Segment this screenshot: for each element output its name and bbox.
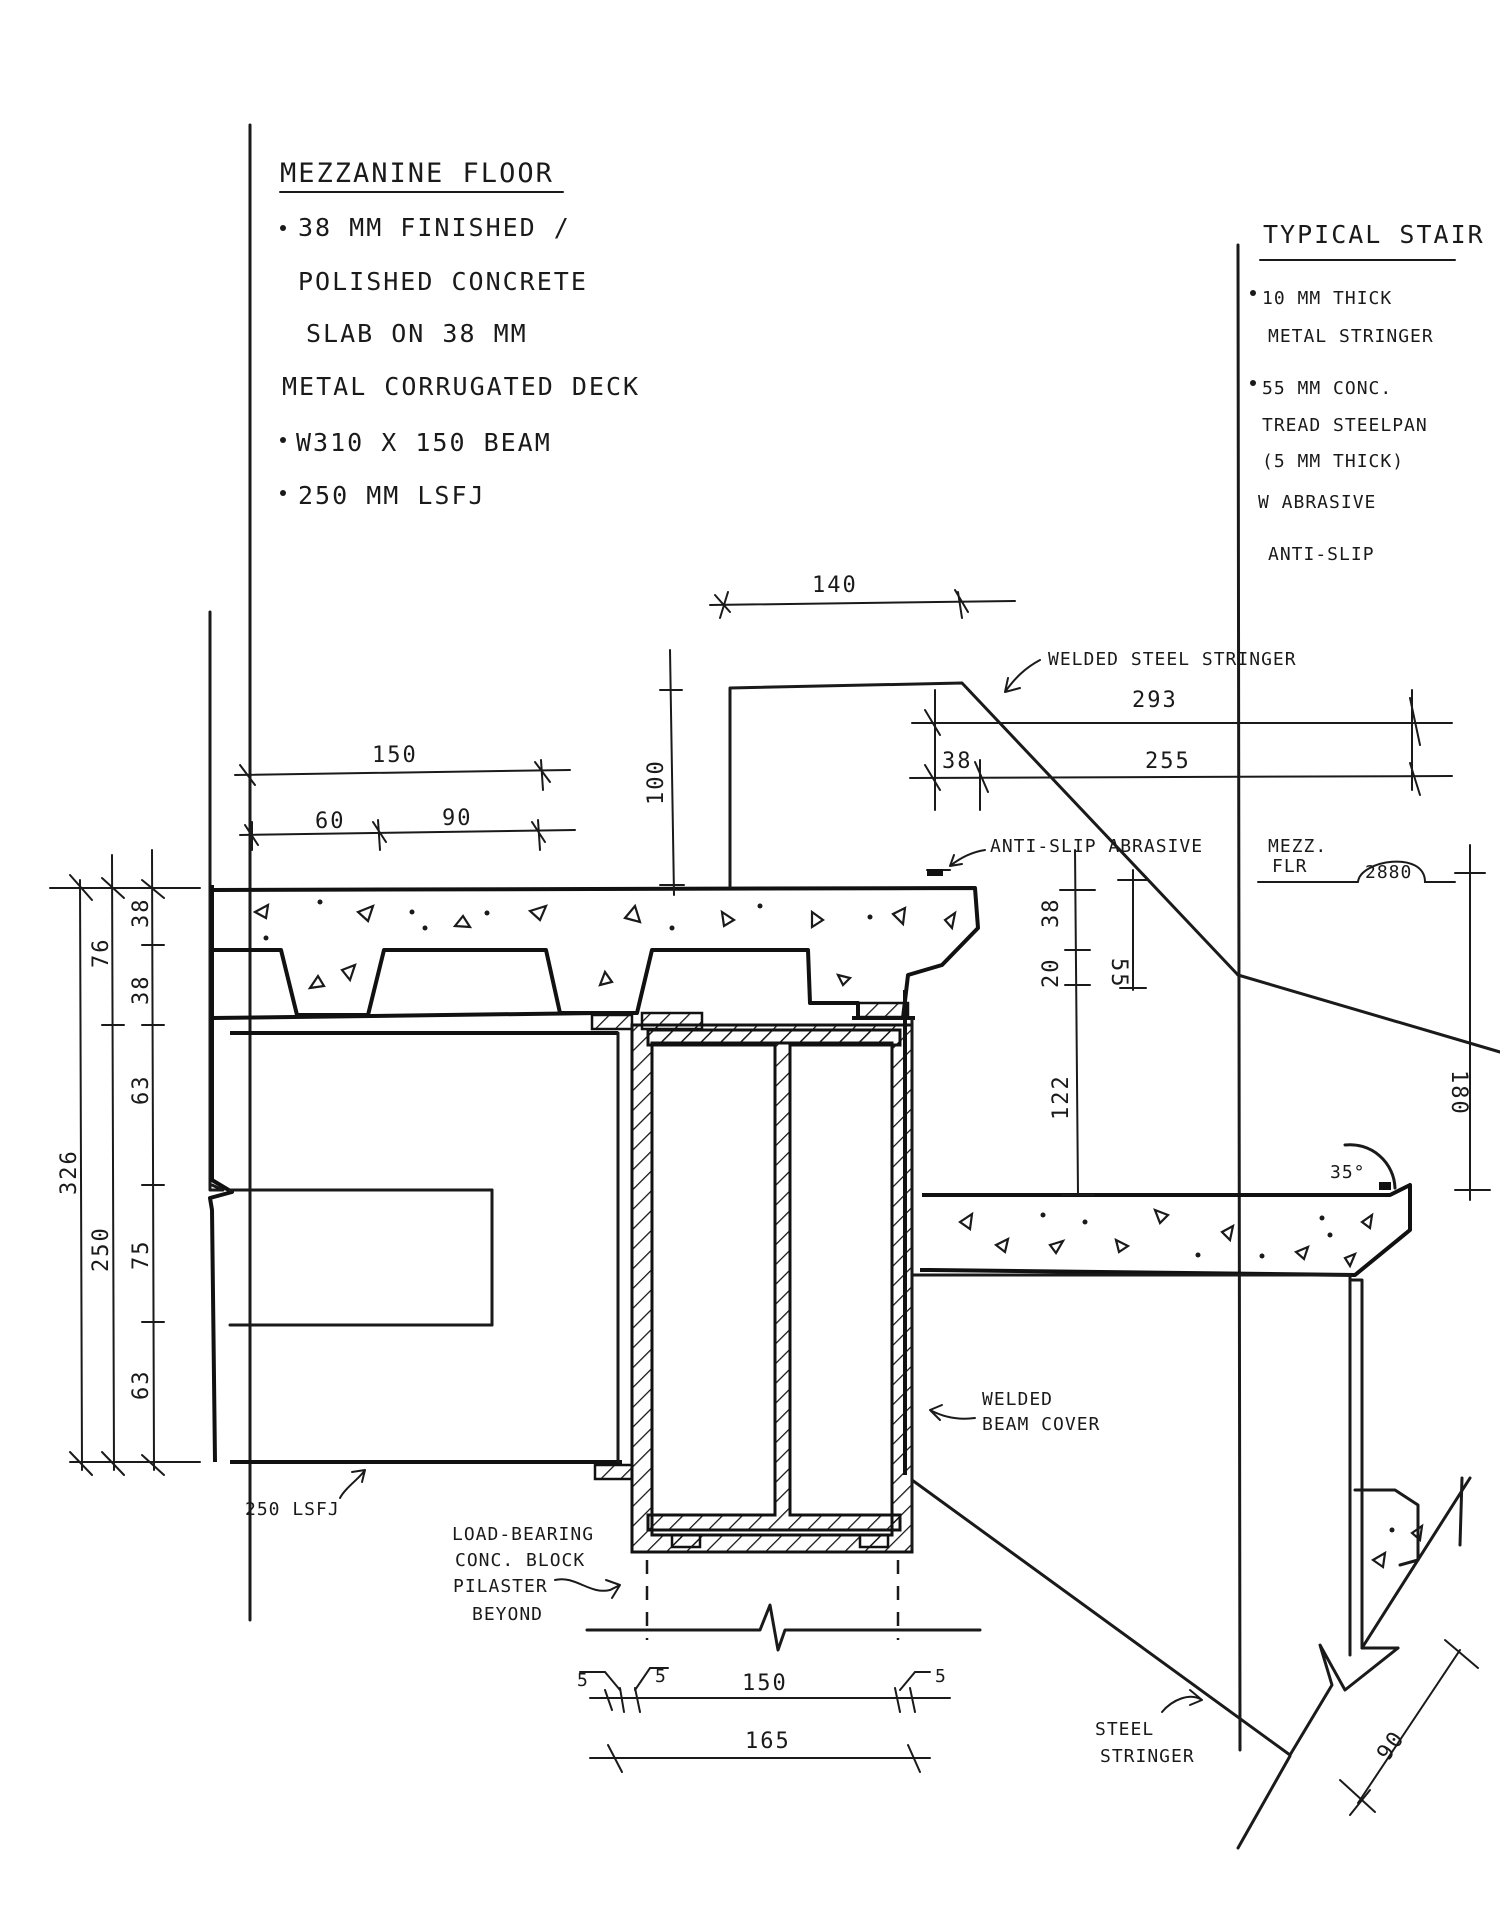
stair-note-1: 10 MM THICK bbox=[1262, 288, 1392, 309]
mezzanine-note-1: 38 MM FINISHED / bbox=[298, 213, 571, 242]
mezz-flr-level: 2880 bbox=[1365, 862, 1412, 883]
lower-tread bbox=[911, 1182, 1412, 1657]
stair-note-2: METAL STRINGER bbox=[1268, 326, 1434, 347]
stair-note-4: TREAD STEELPAN bbox=[1262, 415, 1428, 436]
dim-90-top: 90 bbox=[442, 806, 473, 831]
steel-beam bbox=[590, 1001, 914, 1554]
stair-riser bbox=[728, 681, 1500, 1054]
dim-180: 180 bbox=[1446, 1070, 1471, 1116]
welded-beam-cover-label-2: BEAM COVER bbox=[982, 1414, 1100, 1435]
lsfj-label: 250 LSFJ bbox=[245, 1499, 340, 1520]
dim-165: 165 bbox=[745, 1729, 791, 1754]
dim-140: 140 bbox=[812, 573, 858, 598]
welded-steel-stringer-label: WELDED STEEL STRINGER bbox=[1048, 649, 1297, 670]
dim-38-a: 38 bbox=[129, 898, 154, 929]
dim-76: 76 bbox=[89, 938, 114, 969]
mezzanine-note-5: W310 X 150 BEAM bbox=[296, 428, 552, 457]
dim-5-a: 5 bbox=[577, 1670, 589, 1691]
dim-60: 60 bbox=[315, 809, 346, 834]
stair-notes: TYPICAL STAIR 10 MM THICK METAL STRINGER… bbox=[1250, 220, 1485, 565]
dim-38-b: 38 bbox=[129, 975, 154, 1006]
mezzanine-note-3: SLAB ON 38 MM bbox=[306, 319, 528, 348]
stair-note-6: W ABRASIVE bbox=[1258, 492, 1376, 513]
dim-150-bottom: 150 bbox=[742, 1671, 788, 1696]
mezzanine-note-2: POLISHED CONCRETE bbox=[298, 267, 588, 296]
beam-cover-side bbox=[903, 990, 914, 1550]
anti-slip-label: ANTI-SLIP ABRASIVE bbox=[990, 836, 1203, 857]
anti-slip-arrow bbox=[949, 849, 986, 867]
angle-arc bbox=[1343, 1143, 1397, 1190]
dim-63-a: 63 bbox=[129, 1075, 154, 1106]
dimension-labels: 140 150 60 90 100 293 38 255 38 20 55 12… bbox=[57, 573, 1471, 1765]
welded-beam-cover-arrow bbox=[929, 1404, 976, 1421]
mezzanine-notes: MEZZANINE FLOOR 38 MM FINISHED / POLISHE… bbox=[279, 158, 640, 510]
mezzanine-title: MEZZANINE FLOOR bbox=[280, 158, 554, 189]
steel-stringer-label-1: STEEL bbox=[1095, 1719, 1154, 1740]
dim-150-top: 150 bbox=[372, 743, 418, 768]
pilaster-label-2: CONC. BLOCK bbox=[455, 1550, 585, 1571]
dim-38-riser: 38 bbox=[942, 749, 973, 774]
steel-stringer bbox=[910, 1476, 1464, 1850]
mezzanine-note-4: METAL CORRUGATED DECK bbox=[282, 372, 640, 401]
next-tread bbox=[1353, 1476, 1472, 1650]
dim-250: 250 bbox=[89, 1226, 114, 1272]
welded-beam-cover-label-1: WELDED bbox=[982, 1389, 1053, 1410]
slab-aggregate bbox=[252, 899, 957, 990]
dim-75: 75 bbox=[129, 1240, 154, 1271]
pilaster-break-line bbox=[585, 1603, 982, 1652]
pilaster-label-4: BEYOND bbox=[472, 1604, 543, 1625]
steel-stringer-arrow bbox=[1161, 1689, 1203, 1713]
mezz-flr-label-2: FLR bbox=[1272, 856, 1308, 877]
stair-note-3: 55 MM CONC. bbox=[1262, 378, 1392, 399]
stair-note-5: (5 MM THICK) bbox=[1262, 451, 1404, 472]
steel-stringer-label-2: STRINGER bbox=[1100, 1746, 1195, 1767]
mezzanine-note-6: 250 MM LSFJ bbox=[298, 481, 486, 510]
concrete-slab bbox=[212, 886, 980, 1020]
right-frame-line bbox=[1236, 243, 1242, 1752]
welded-stringer-arrow bbox=[1004, 659, 1041, 693]
dim-5-b: 5 bbox=[655, 1666, 667, 1687]
pilaster-label-3: PILASTER bbox=[453, 1576, 548, 1597]
dim-122: 122 bbox=[1049, 1074, 1074, 1120]
stair-note-7: ANTI-SLIP bbox=[1268, 544, 1375, 565]
lsfj-arrow bbox=[339, 1469, 366, 1499]
dim-38-tread: 38 bbox=[1039, 898, 1064, 929]
dimension-lines bbox=[49, 589, 1491, 1816]
mezz-flr-label-1: MEZZ. bbox=[1268, 836, 1327, 857]
dim-100: 100 bbox=[644, 759, 669, 805]
stair-title: TYPICAL STAIR bbox=[1263, 220, 1485, 249]
dim-63-b: 63 bbox=[129, 1370, 154, 1401]
dim-20: 20 bbox=[1039, 958, 1064, 989]
lsfj-joist bbox=[208, 610, 622, 1464]
angle-label: 35° bbox=[1330, 1162, 1366, 1183]
dim-55: 55 bbox=[1106, 958, 1131, 989]
callouts: WELDED STEEL STRINGER ANTI-SLIP ABRASIVE… bbox=[245, 649, 1456, 1767]
dim-5-c: 5 bbox=[935, 1666, 947, 1687]
pilaster-label-1: LOAD-BEARING bbox=[452, 1524, 594, 1545]
mezz-flr-marker bbox=[1257, 860, 1456, 883]
dim-293: 293 bbox=[1132, 688, 1178, 713]
pilaster-arrow bbox=[554, 1578, 621, 1599]
dim-255: 255 bbox=[1145, 749, 1191, 774]
dim-326: 326 bbox=[57, 1149, 82, 1195]
